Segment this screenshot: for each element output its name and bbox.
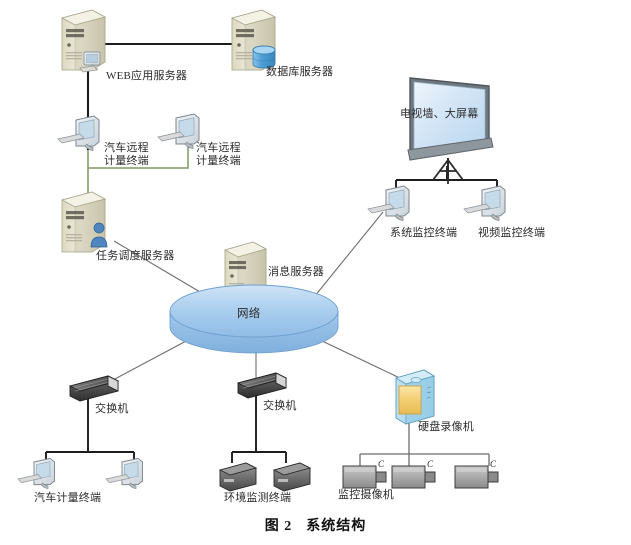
database-cylinder-icon bbox=[252, 45, 276, 69]
label-cctv-camera: 监控摄像机 bbox=[338, 489, 394, 501]
link-dvr-bus bbox=[359, 422, 490, 466]
env-monitor-terminal-1-icon[interactable] bbox=[218, 462, 258, 492]
cctv-camera-3-icon[interactable] bbox=[454, 465, 499, 489]
label-vehicle-remote-terminal-1-line1: 汽车远程 bbox=[104, 142, 149, 154]
network-disk-icon[interactable] bbox=[169, 284, 339, 354]
label-vehicle-remote-terminal-1-line2: 计量终端 bbox=[104, 155, 149, 167]
vehicle-metering-terminal-1-icon[interactable] bbox=[17, 457, 55, 489]
user-person-icon bbox=[90, 222, 108, 248]
link-network-to-dvr bbox=[319, 339, 405, 381]
link-green-bus bbox=[87, 140, 189, 169]
tv-wall-big-screen-icon[interactable] bbox=[407, 77, 494, 184]
figure-caption: 图 2 系统结构 bbox=[0, 515, 631, 535]
label-message-server: 消息服务器 bbox=[268, 266, 324, 278]
link-switch-left-bus bbox=[45, 395, 135, 462]
label-camera-mark-1: C bbox=[378, 459, 385, 469]
label-system-monitor-terminal: 系统监控终端 bbox=[390, 227, 458, 239]
label-switch-middle: 交换机 bbox=[263, 400, 297, 412]
label-vehicle-metering-terminal: 汽车计量终端 bbox=[34, 492, 102, 504]
label-task-schedule-server: 任务调度服务器 bbox=[96, 250, 175, 262]
figure-caption-title: 系统结构 bbox=[306, 519, 367, 534]
vehicle-metering-terminal-2-icon[interactable] bbox=[105, 457, 143, 489]
cctv-camera-2-icon[interactable] bbox=[391, 465, 436, 489]
label-switch-left: 交换机 bbox=[95, 403, 129, 415]
env-monitor-terminal-2-icon[interactable] bbox=[272, 462, 312, 492]
cctv-camera-1-icon[interactable] bbox=[342, 465, 387, 489]
label-camera-mark-3: C bbox=[490, 459, 497, 469]
label-camera-mark-2: C bbox=[427, 459, 434, 469]
figure-caption-number: 图 2 bbox=[264, 519, 293, 534]
video-monitor-terminal-icon[interactable] bbox=[463, 185, 506, 221]
label-env-monitor-terminal: 环境监测终端 bbox=[224, 492, 292, 504]
label-tv-wall: 电视墙、大屏幕 bbox=[400, 108, 479, 120]
label-dvr: 硬盘录像机 bbox=[418, 421, 474, 433]
switch-left-icon[interactable] bbox=[68, 375, 120, 402]
label-web-app-server: WEB应用服务器 bbox=[106, 70, 188, 82]
dvr-icon[interactable] bbox=[394, 369, 436, 425]
label-network: 网络 bbox=[237, 308, 261, 320]
label-vehicle-remote-terminal-2-line1: 汽车远程 bbox=[196, 142, 241, 154]
label-video-monitor-terminal: 视频监控终端 bbox=[478, 227, 546, 239]
system-monitor-terminal-icon[interactable] bbox=[367, 185, 410, 221]
label-database-server: 数据库服务器 bbox=[266, 66, 334, 78]
switch-middle-icon[interactable] bbox=[236, 372, 288, 399]
label-vehicle-remote-terminal-2-line2: 计量终端 bbox=[196, 155, 241, 167]
web-server-monitor-overlay-icon bbox=[79, 51, 101, 73]
vehicle-remote-terminal-2-icon[interactable] bbox=[157, 113, 200, 149]
link-switch-middle-bus bbox=[231, 392, 287, 463]
vehicle-remote-terminal-1-icon[interactable] bbox=[57, 115, 100, 151]
